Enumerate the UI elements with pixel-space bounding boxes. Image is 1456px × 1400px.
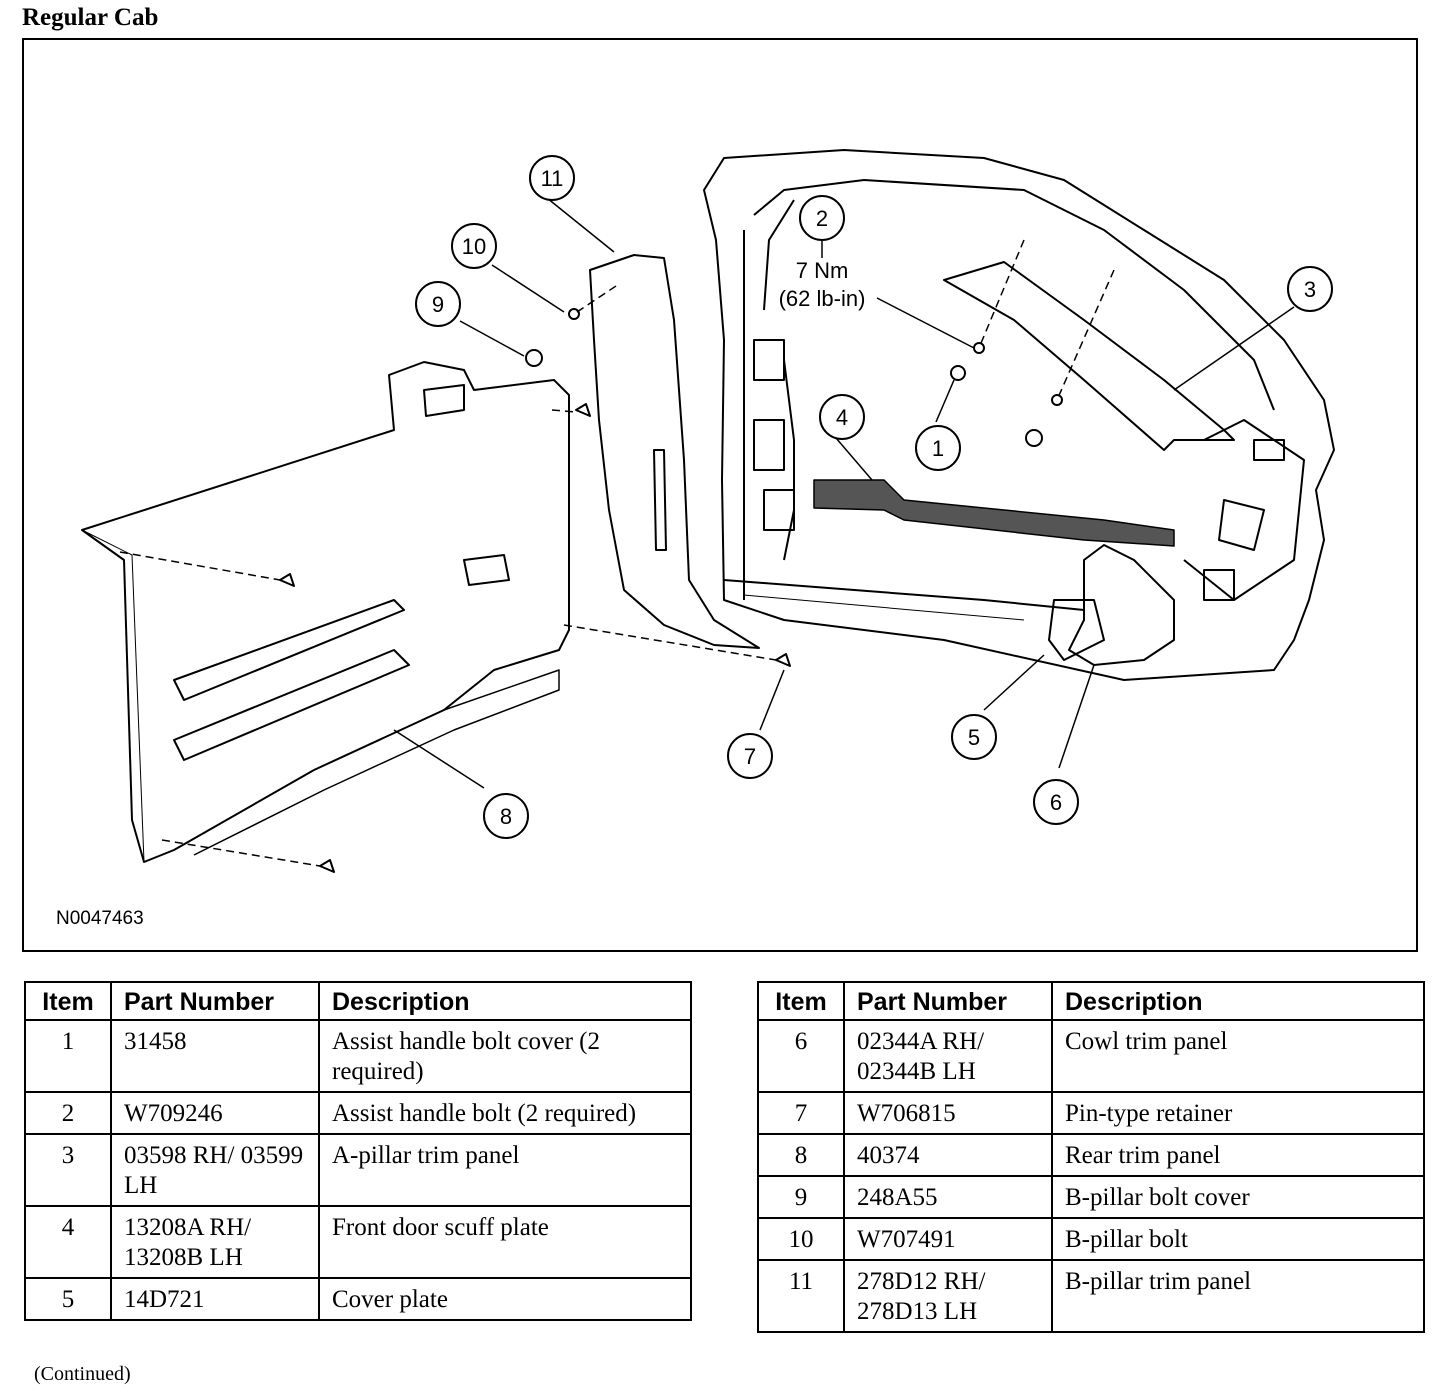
fastener-icon <box>1051 394 1063 406</box>
callout-label: 6 <box>1050 790 1062 815</box>
table-row: 3 03598 RH/ 03599 LH A-pillar trim panel <box>24 1133 692 1207</box>
callout-7 <box>727 733 773 779</box>
description-cell: B-pillar bolt <box>1051 1217 1425 1261</box>
table-row: 5 14D721 Cover plate <box>24 1277 692 1321</box>
callout-label: 3 <box>1304 277 1316 302</box>
part-number-cell: W707491 <box>843 1217 1053 1261</box>
fastener-icon <box>950 365 966 381</box>
item-cell: 9 <box>757 1175 845 1219</box>
diagram-illustration: 11 10 9 2 3 4 1 5 6 7 8 7 Nm (62 lb-in) … <box>56 149 1335 929</box>
callout-10 <box>451 223 497 269</box>
part-number-cell: 14D721 <box>110 1277 320 1321</box>
parts-table-right: Item Part Number Description 6 02344A RH… <box>757 981 1425 1333</box>
callout-label: 8 <box>500 804 512 829</box>
callout-11 <box>529 155 575 201</box>
table-row: 7 W706815 Pin-type retainer <box>757 1091 1425 1135</box>
rear-trim-panel <box>81 361 570 863</box>
description-cell: Pin-type retainer <box>1051 1091 1425 1135</box>
table-row: 8 40374 Rear trim panel <box>757 1133 1425 1177</box>
item-cell: 10 <box>757 1217 845 1261</box>
part-number-cell: 02344A RH/ 02344B LH <box>843 1019 1053 1093</box>
item-cell: 6 <box>757 1019 845 1093</box>
description-cell: Cowl trim panel <box>1051 1019 1425 1093</box>
callout-6 <box>1033 779 1079 825</box>
part-number-cell: 248A55 <box>843 1175 1053 1219</box>
continued-note: (Continued) <box>34 1363 131 1385</box>
description-cell: Front door scuff plate <box>318 1205 692 1279</box>
table-row: 2 W709246 Assist handle bolt (2 required… <box>24 1091 692 1135</box>
column-header-item: Item <box>757 981 845 1021</box>
column-header-item: Item <box>24 981 112 1021</box>
callout-label: 2 <box>816 206 828 231</box>
retainer-icon <box>775 653 791 667</box>
torque-spec-line2: (62 lb-in) <box>779 286 866 311</box>
description-cell: Assist handle bolt (2 required) <box>318 1091 692 1135</box>
callout-5 <box>951 714 997 760</box>
fastener-icon <box>973 342 985 354</box>
figure-id: N0047463 <box>56 908 144 929</box>
table-row: 4 13208A RH/ 13208B LH Front door scuff … <box>24 1205 692 1279</box>
description-cell: B-pillar bolt cover <box>1051 1175 1425 1219</box>
callout-9 <box>415 281 461 327</box>
part-number-cell: 278D12 RH/ 278D13 LH <box>843 1259 1053 1333</box>
item-cell: 7 <box>757 1091 845 1135</box>
part-number-cell: 31458 <box>110 1019 320 1093</box>
retainer-icon <box>575 403 591 417</box>
item-cell: 8 <box>757 1133 845 1177</box>
item-cell: 5 <box>24 1277 112 1321</box>
column-header-description: Description <box>1051 981 1425 1021</box>
callout-label: 11 <box>541 166 564 191</box>
item-cell: 4 <box>24 1205 112 1279</box>
cowl-trim-panel <box>1068 544 1175 666</box>
part-number-cell: W706815 <box>843 1091 1053 1135</box>
column-header-description: Description <box>318 981 692 1021</box>
page-title: Regular Cab <box>22 4 159 31</box>
callout-3 <box>1287 266 1333 312</box>
column-header-part-number: Part Number <box>843 981 1053 1021</box>
table-header-row: Item Part Number Description <box>24 981 692 1021</box>
table-header-row: Item Part Number Description <box>757 981 1425 1021</box>
description-cell: Cover plate <box>318 1277 692 1321</box>
callout-label: 10 <box>462 234 486 259</box>
cover-plate <box>1048 599 1105 661</box>
description-cell: Rear trim panel <box>1051 1133 1425 1177</box>
callout-8 <box>483 793 529 839</box>
fastener-icon <box>1025 429 1043 447</box>
front-door-scuff-plate <box>813 479 1175 547</box>
torque-spec-line1: 7 Nm <box>796 258 849 283</box>
callout-1 <box>915 425 961 471</box>
column-header-part-number: Part Number <box>110 981 320 1021</box>
callout-label: 4 <box>836 405 848 430</box>
part-number-cell: 40374 <box>843 1133 1053 1177</box>
item-cell: 1 <box>24 1019 112 1093</box>
item-cell: 11 <box>757 1259 845 1333</box>
item-cell: 3 <box>24 1133 112 1207</box>
description-cell: B-pillar trim panel <box>1051 1259 1425 1333</box>
a-pillar-trim-panel <box>943 261 1235 451</box>
part-number-cell: W709246 <box>110 1091 320 1135</box>
table-row: 1 31458 Assist handle bolt cover (2 requ… <box>24 1019 692 1093</box>
callout-4 <box>819 394 865 440</box>
item-cell: 2 <box>24 1091 112 1135</box>
table-row: 11 278D12 RH/ 278D13 LH B-pillar trim pa… <box>757 1259 1425 1333</box>
cab-body-outline <box>703 149 1335 681</box>
table-row: 10 W707491 B-pillar bolt <box>757 1217 1425 1261</box>
callout-label: 1 <box>932 436 944 461</box>
callout-label: 5 <box>968 725 980 750</box>
table-row: 9 248A55 B-pillar bolt cover <box>757 1175 1425 1219</box>
callout-label: 7 <box>744 744 756 769</box>
fastener-icon <box>525 349 543 367</box>
b-pillar-trim-panel <box>589 254 760 649</box>
part-number-cell: 13208A RH/ 13208B LH <box>110 1205 320 1279</box>
fastener-icon <box>568 308 580 320</box>
part-number-cell: 03598 RH/ 03599 LH <box>110 1133 320 1207</box>
exploded-diagram: 11 10 9 2 3 4 1 5 6 7 8 7 Nm (62 lb-in) … <box>22 38 1418 952</box>
description-cell: Assist handle bolt cover (2 required) <box>318 1019 692 1093</box>
retainer-icon <box>319 859 335 873</box>
callout-label: 9 <box>432 292 444 317</box>
retainer-icon <box>279 573 295 587</box>
description-cell: A-pillar trim panel <box>318 1133 692 1207</box>
table-row: 6 02344A RH/ 02344B LH Cowl trim panel <box>757 1019 1425 1093</box>
parts-table-left: Item Part Number Description 1 31458 Ass… <box>24 981 692 1321</box>
